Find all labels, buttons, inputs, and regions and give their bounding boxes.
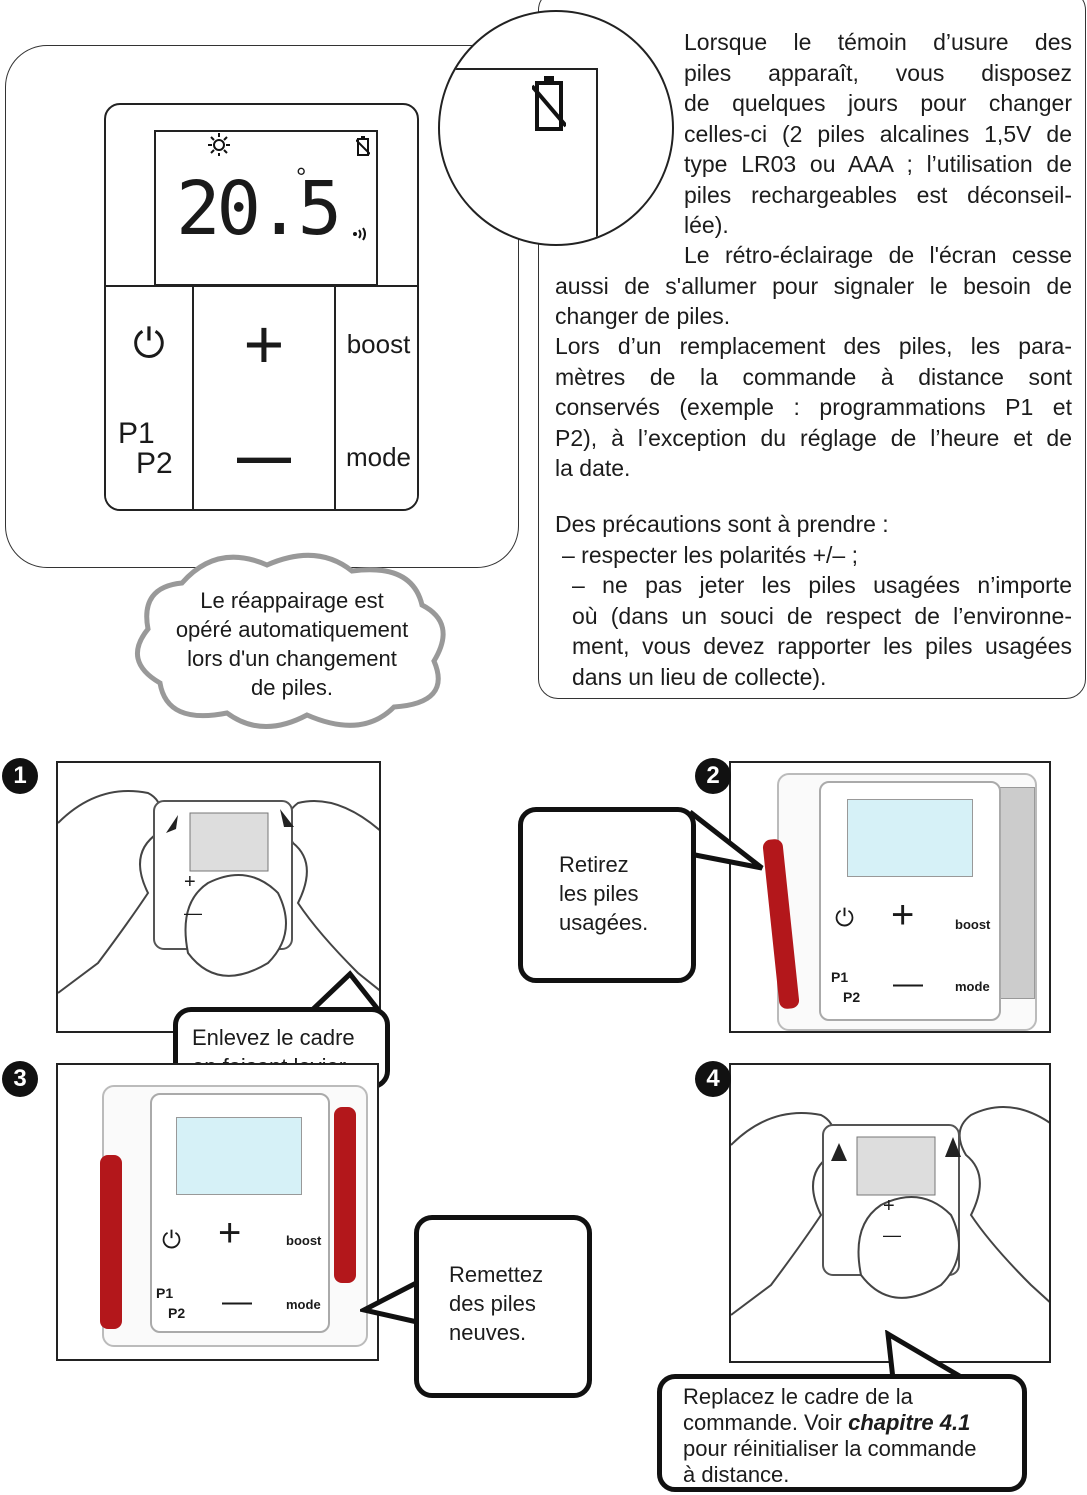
info-paragraph-2: Le rétro-éclairage de l'écran cesse auss… xyxy=(555,242,1072,329)
p2-label: P2 xyxy=(136,447,173,480)
boost-button[interactable]: boost xyxy=(334,285,417,403)
step-1-panel: + — xyxy=(56,761,381,1033)
lcd-blank xyxy=(176,1117,302,1195)
mini-power-icon: ⏻ xyxy=(162,1227,181,1254)
mini-p1-label: P1 xyxy=(156,1285,174,1301)
plus-minus-column xyxy=(192,285,336,509)
zoomed-screen-corner xyxy=(440,68,598,244)
step-3-bubble: Remettez des piles neuves. xyxy=(414,1215,592,1398)
mini-p2-label: P2 xyxy=(843,989,861,1005)
mini-mode-label: mode xyxy=(955,979,990,994)
power-button[interactable]: ⏻ xyxy=(106,285,194,403)
battery-low-zoom-icon xyxy=(532,76,566,131)
program-p1-p2-button[interactable]: P1 P2 xyxy=(106,401,194,509)
hands-replacing-frame-illustration xyxy=(731,1106,1049,1316)
mini-plus-icon: + xyxy=(883,1195,895,1217)
cloud-text: Le réappairage est opéré automatiquement… xyxy=(175,588,409,700)
step-4-line-2: commande. Voir chapitre 4.1 xyxy=(683,1410,971,1435)
battery-red-left xyxy=(100,1155,122,1329)
mini-minus-icon: — xyxy=(184,903,202,923)
step-3-number: 3 xyxy=(2,1061,38,1097)
mode-button[interactable]: mode xyxy=(334,401,417,509)
step-4-number: 4 xyxy=(695,1061,731,1097)
p1-label: P1 xyxy=(118,417,155,450)
mini-minus-icon: — xyxy=(883,1225,901,1245)
step-3-panel: ⏻ + boost P1 P2 — mode xyxy=(56,1063,379,1361)
signal-icon xyxy=(353,227,366,241)
battery-slot xyxy=(997,787,1035,999)
step-1-bubble-tail xyxy=(308,970,382,1014)
mini-p1-label: P1 xyxy=(831,969,849,985)
lcd-screen: 20.5 ° xyxy=(154,130,378,286)
info-precautions: Des précautions sont à prendre : – respe… xyxy=(555,511,1072,690)
mini-power-icon: ⏻ xyxy=(835,905,854,932)
mode-label: mode xyxy=(345,441,412,472)
mini-boost-label: boost xyxy=(955,917,991,932)
battery-red-right xyxy=(334,1107,356,1283)
step-2-bubble-tail xyxy=(688,810,764,871)
mini-plus-icon: + xyxy=(218,1211,242,1255)
lcd-blank xyxy=(847,799,973,877)
step-2-panel: ⏻ + boost P1 P2 — mode xyxy=(729,761,1051,1033)
temperature-readout: 20.5 xyxy=(176,166,342,252)
degree-symbol: ° xyxy=(296,162,307,192)
mini-plus-icon: + xyxy=(891,893,915,937)
step-2-bubble: Retirez les piles usagées. xyxy=(518,807,696,983)
magnifier-zoom xyxy=(438,10,674,246)
step-3-bubble-tail xyxy=(360,1275,428,1327)
boost-label: boost xyxy=(346,328,411,359)
mini-plus-icon: + xyxy=(184,871,196,893)
sun-icon xyxy=(208,133,230,156)
mini-minus-icon: — xyxy=(222,1285,252,1318)
step-1-number: 1 xyxy=(2,758,38,794)
mini-mode-label: mode xyxy=(286,1297,321,1312)
power-icon: ⏻ xyxy=(133,321,165,366)
info-paragraph-1: Lorsque le témoin d’usure des piles appa… xyxy=(684,29,1072,238)
remote-device: 20.5 ° ⏻ + boost P1 P2 — mode xyxy=(104,103,419,511)
mini-p2-label: P2 xyxy=(168,1305,186,1321)
hands-removing-frame-illustration xyxy=(58,790,379,994)
battery-low-icon xyxy=(356,136,370,156)
step-4-panel: + — xyxy=(729,1063,1051,1363)
step-2-number: 2 xyxy=(695,758,731,794)
mini-boost-label: boost xyxy=(286,1233,322,1248)
mini-minus-icon: — xyxy=(893,967,923,1000)
minus-button[interactable]: — xyxy=(192,401,336,509)
cloud-bubble xyxy=(135,552,446,729)
minus-icon: — xyxy=(237,427,291,487)
chapter-reference: chapitre 4.1 xyxy=(848,1410,971,1435)
info-paragraph-3: Lors d’un remplacement des piles, les pa… xyxy=(555,333,1072,481)
plus-icon: + xyxy=(243,305,285,383)
step-4-bubble: Replacez le cadre de la commande. Voir c… xyxy=(657,1374,1027,1492)
plus-button[interactable]: + xyxy=(192,285,336,403)
